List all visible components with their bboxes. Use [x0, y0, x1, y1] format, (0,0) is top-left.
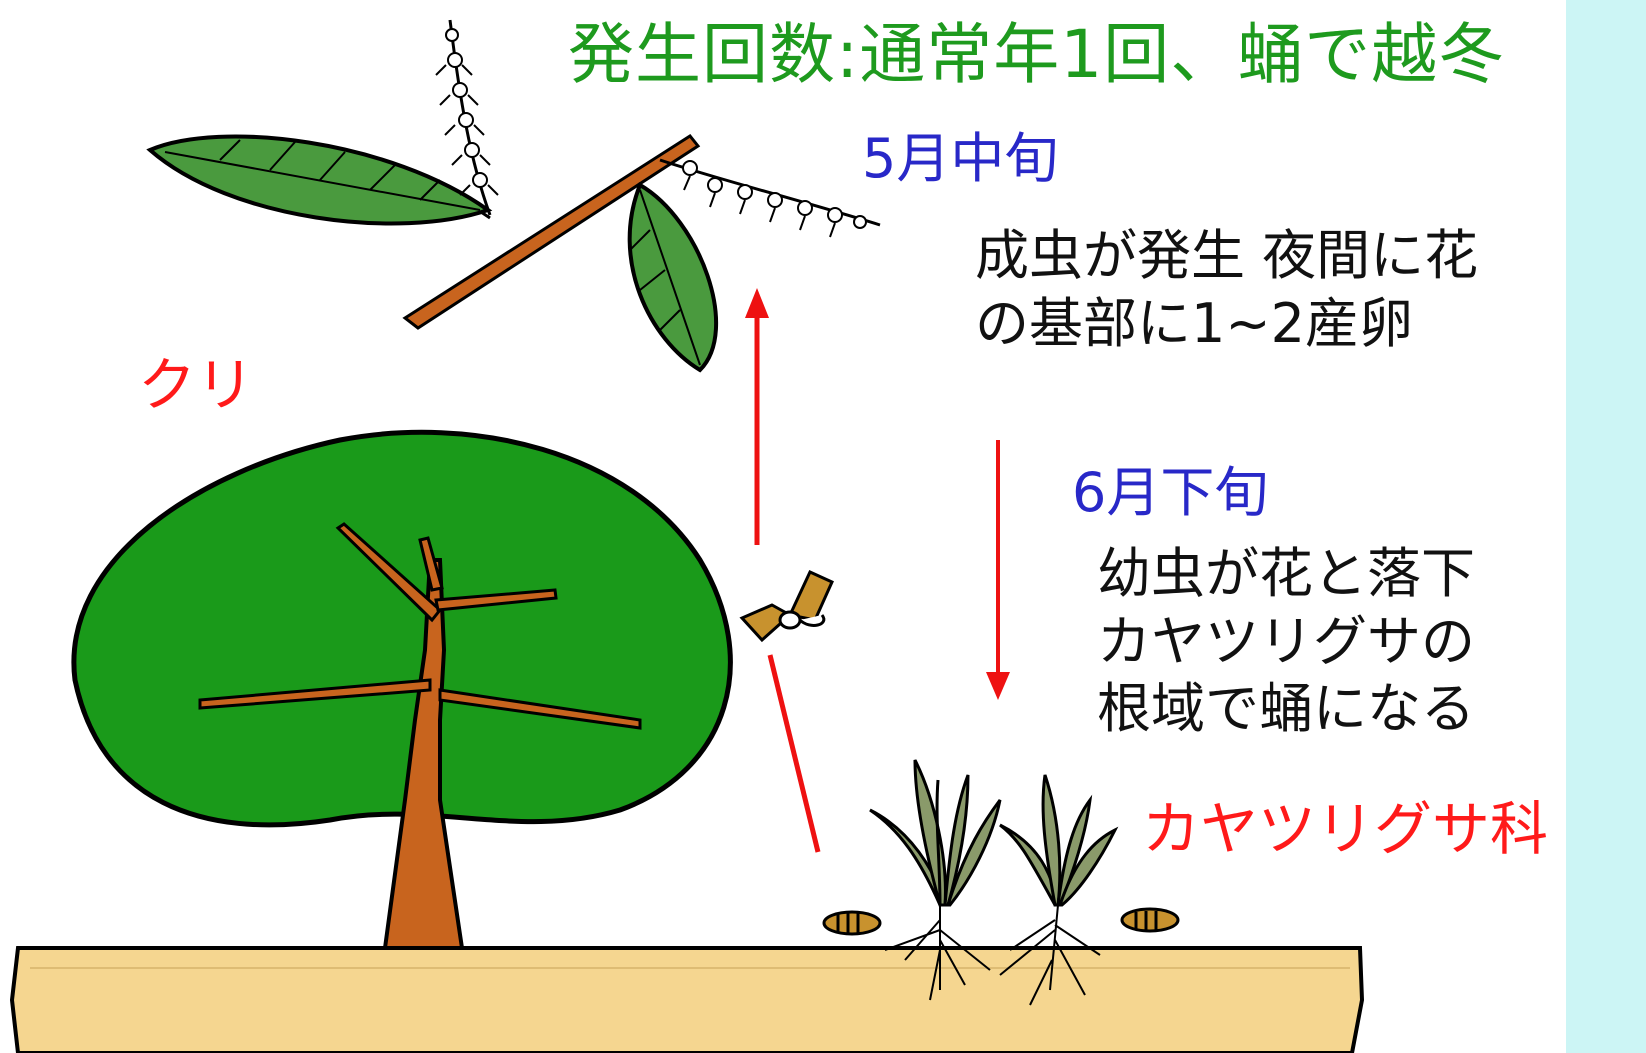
stage-1-description: 成虫が発生 夜間に花 の基部に1~2産卵 [975, 222, 1478, 357]
lifecycle-title: 発生回数:通常年1回、蛹で越冬 [568, 16, 1506, 93]
stage-1-line-1: 成虫が発生 夜間に花 [975, 224, 1479, 287]
chestnut-tree-crown [71, 429, 733, 828]
stage-2-description: 幼虫が花と落下 カヤツリグサの 根域で蛹になる [1097, 540, 1475, 743]
chestnut-tree-branches [198, 522, 642, 730]
sedge-family-label: カヤツリグサ科 [1142, 795, 1549, 863]
arrow-up-to-adult [745, 288, 769, 545]
side-band [1566, 0, 1646, 1053]
chestnut-catkin-horizontal [659, 158, 881, 238]
stage-2-line-3: 根域で蛹になる [1097, 677, 1475, 740]
arrow-down-to-larva [986, 440, 1010, 700]
pupa-right [1120, 907, 1180, 933]
chestnut-twig [402, 134, 701, 330]
chestnut-catkin-upright [435, 19, 499, 216]
sedge-roots [884, 904, 1101, 1006]
chestnut-leaf-right [627, 182, 718, 373]
chestnut-label: クリ [138, 351, 255, 419]
stage-2-line-1: 幼虫が花と落下 [1097, 542, 1475, 605]
stage-1-time: 5月中旬 [862, 127, 1059, 190]
ground-soil [9, 946, 1365, 1053]
sedge-plant-right [999, 774, 1119, 907]
chestnut-tree-trunk [382, 558, 465, 950]
arrow-from-pupa [767, 654, 821, 853]
moth [739, 570, 834, 643]
pupa-left [822, 910, 882, 936]
sedge-plant-left [869, 759, 1002, 907]
stage-2-line-2: カヤツリグサの [1097, 609, 1475, 673]
life-cycle-illustration [9, 19, 1365, 1053]
stage-1-line-2: の基部に1~2産卵 [975, 291, 1413, 355]
stage-2-time: 6月下旬 [1072, 461, 1269, 524]
